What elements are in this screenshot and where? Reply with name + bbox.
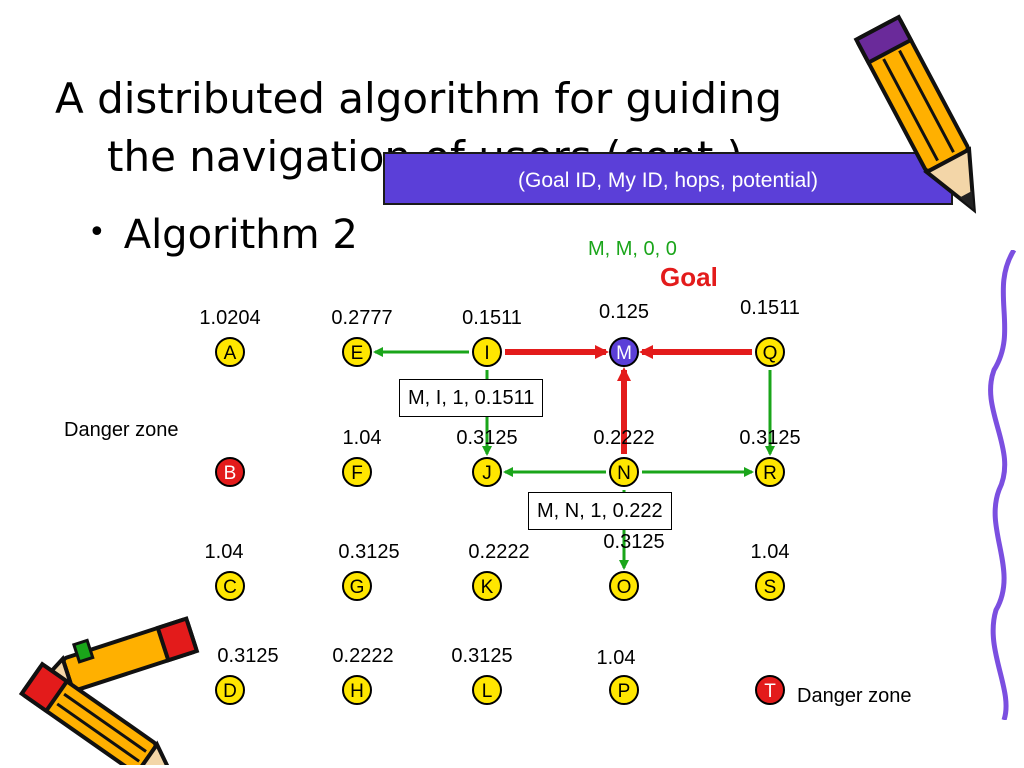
potential-value-p: 1.04 (597, 647, 636, 669)
node-m: M (609, 337, 639, 367)
potential-value-h: 0.2222 (332, 645, 393, 667)
node-d: D (215, 675, 245, 705)
node-circle-j (472, 457, 502, 487)
node-label-r: R (763, 463, 777, 484)
node-label-s: S (764, 577, 777, 598)
node-circle-i (472, 337, 502, 367)
node-label-c: C (223, 577, 237, 598)
node-circle-t (755, 675, 785, 705)
node-label-n: N (617, 463, 631, 484)
node-circle-n (609, 457, 639, 487)
node-circle-f (342, 457, 372, 487)
node-r: R (755, 457, 785, 487)
potential-value-a: 1.0204 (199, 307, 260, 329)
node-f: F (342, 457, 372, 487)
node-label-m: M (616, 343, 632, 364)
node-c: C (215, 571, 245, 601)
node-circle-a (215, 337, 245, 367)
title-line-1: A distributed algorithm for guiding (55, 74, 783, 123)
node-label-p: P (618, 681, 631, 702)
node-circle-r (755, 457, 785, 487)
node-q: Q (755, 337, 785, 367)
node-t: T (755, 675, 785, 705)
node-circle-q (755, 337, 785, 367)
potential-value-o: 0.3125 (603, 531, 664, 553)
node-circle-s (755, 571, 785, 601)
node-label-f: F (351, 463, 363, 484)
potential-value-k: 0.2222 (468, 541, 529, 563)
goal-message: M, M, 0, 0 (588, 238, 677, 260)
node-label-j: J (482, 463, 492, 484)
node-circle-p (609, 675, 639, 705)
pencil-clipart-top-right (853, 14, 977, 214)
potential-value-l: 0.3125 (451, 645, 512, 667)
potential-value-q: 0.1511 (740, 297, 800, 319)
node-label-d: D (223, 681, 237, 702)
potential-value-g: 0.3125 (338, 541, 399, 563)
potential-value-m: 0.125 (599, 301, 649, 323)
node-label-o: O (617, 577, 632, 598)
node-label-t: T (764, 681, 776, 702)
wavy-border-decoration (988, 250, 1017, 720)
potential-value-j: 0.3125 (456, 427, 517, 449)
potential-value-d: 0.3125 (217, 645, 278, 667)
node-label-g: G (350, 577, 365, 598)
bullet-item: • Algorithm 2 (88, 212, 358, 258)
node-circle-c (215, 571, 245, 601)
node-b: B (215, 457, 245, 487)
bullet-dot: • (88, 215, 106, 250)
message-box-i: M, I, 1, 0.1511 (399, 379, 544, 417)
potential-value-c: 1.04 (205, 541, 244, 563)
node-circle-m (609, 337, 639, 367)
potential-value-r: 0.3125 (739, 427, 800, 449)
node-circle-b (215, 457, 245, 487)
node-label-e: E (351, 343, 364, 364)
node-circle-k (472, 571, 502, 601)
node-j: J (472, 457, 502, 487)
pencils-clipart-bottom-left (18, 616, 200, 765)
node-s: S (755, 571, 785, 601)
danger-zone-label-left: Danger zone (64, 419, 179, 441)
node-label-q: Q (763, 343, 778, 364)
message-box-n: M, N, 1, 0.222 (528, 492, 672, 530)
node-circle-o (609, 571, 639, 601)
node-l: L (472, 675, 502, 705)
bullet-text: Algorithm 2 (123, 212, 358, 258)
node-label-k: K (481, 577, 494, 598)
legend-box: (Goal ID, My ID, hops, potential) (383, 152, 953, 205)
goal-label: Goal (660, 262, 718, 292)
potential-value-n: 0.2222 (593, 427, 654, 449)
node-circle-l (472, 675, 502, 705)
node-label-h: H (350, 681, 364, 702)
potential-value-i: 0.1511 (462, 307, 522, 329)
node-p: P (609, 675, 639, 705)
potential-value-f: 1.04 (343, 427, 382, 449)
node-h: H (342, 675, 372, 705)
node-i: I (472, 337, 502, 367)
node-circle-d (215, 675, 245, 705)
node-circle-h (342, 675, 372, 705)
node-g: G (342, 571, 372, 601)
node-label-i: I (484, 343, 489, 364)
node-label-l: L (482, 681, 493, 702)
potential-value-s: 1.04 (751, 541, 790, 563)
node-a: A (215, 337, 245, 367)
node-circle-e (342, 337, 372, 367)
node-o: O (609, 571, 639, 601)
node-circle-g (342, 571, 372, 601)
node-e: E (342, 337, 372, 367)
danger-zone-label-right: Danger zone (797, 685, 912, 707)
node-n: N (609, 457, 639, 487)
potential-value-e: 0.2777 (331, 307, 392, 329)
node-k: K (472, 571, 502, 601)
node-label-b: B (224, 463, 237, 484)
node-label-a: A (224, 343, 237, 364)
